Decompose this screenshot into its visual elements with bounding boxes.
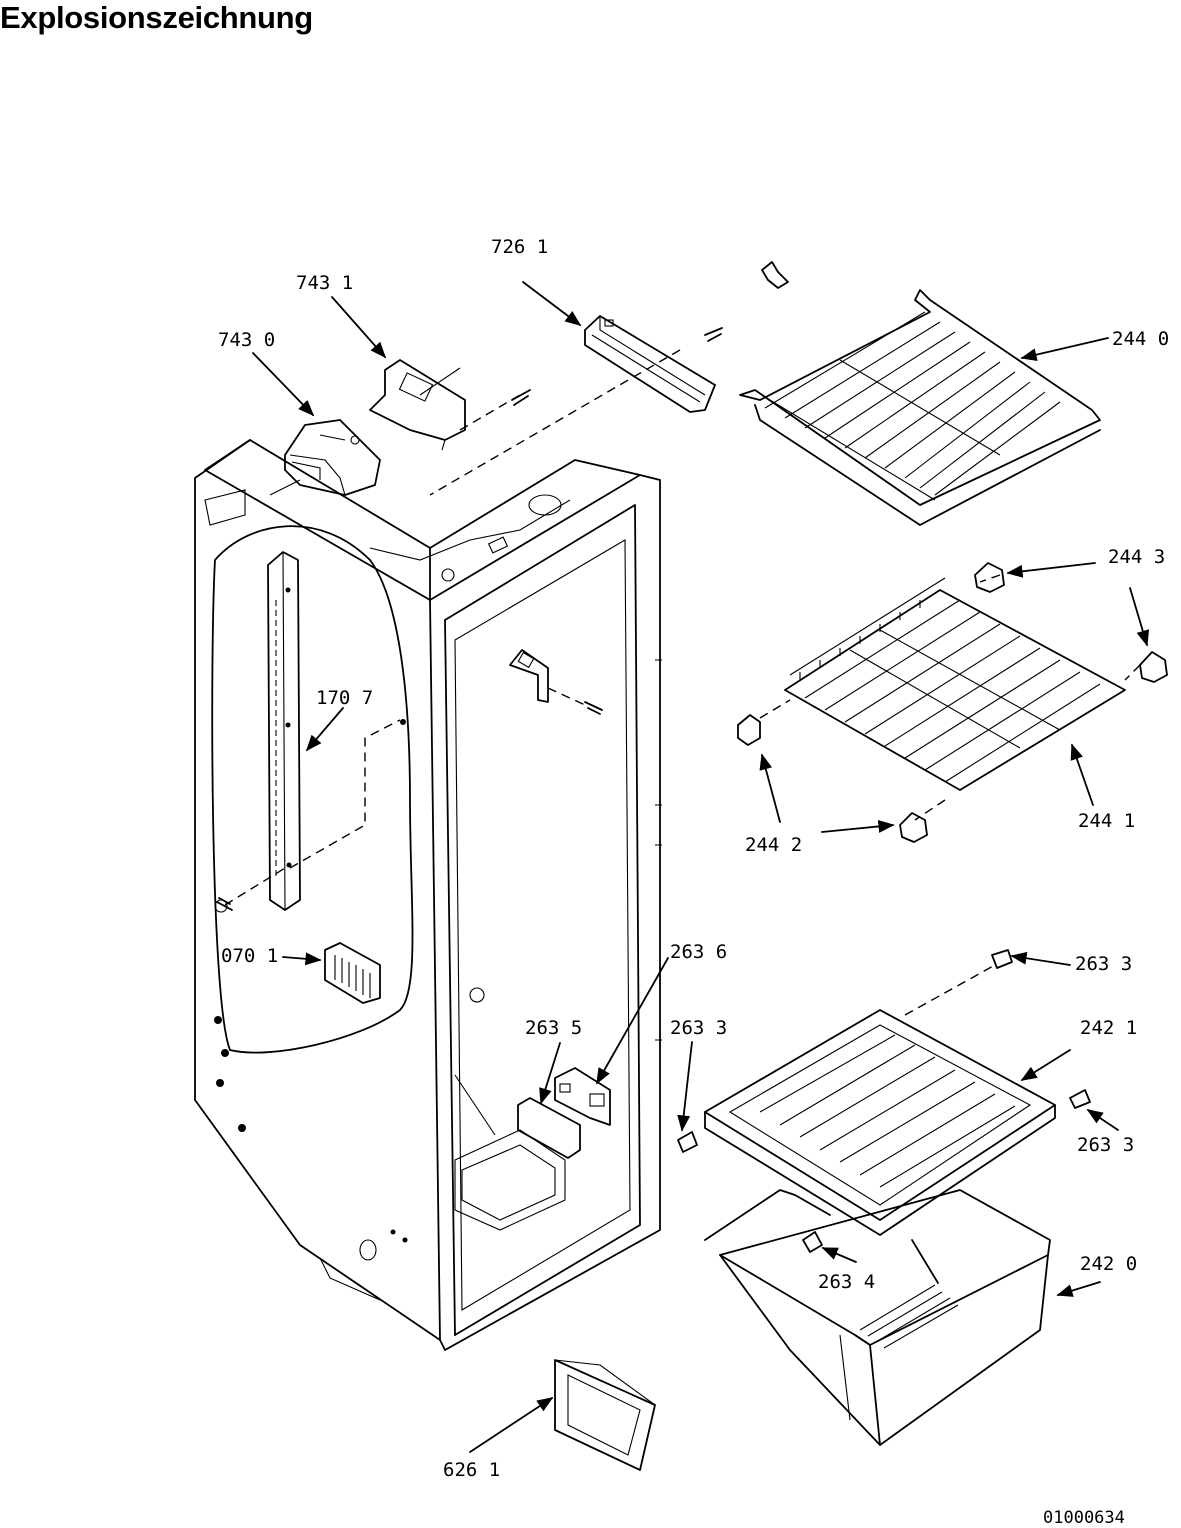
crisper-cover (677, 949, 1091, 1253)
top-shelf (739, 289, 1101, 526)
crisper-drawer (704, 1189, 1051, 1446)
bracket-pair (517, 1067, 611, 1159)
vent-grille (324, 942, 381, 1004)
callout-743-1: 743 1 (296, 272, 353, 294)
cover-plate (554, 1359, 656, 1471)
callout-070-1: 070 1 (221, 945, 278, 967)
cabinet-liner (194, 439, 662, 1351)
callout-244-1: 244 1 (1078, 810, 1135, 832)
clip-icon (761, 261, 789, 289)
wire-shelf (759, 574, 1141, 821)
callout-263-3-right: 263 3 (1077, 1134, 1134, 1156)
callout-242-0: 242 0 (1080, 1253, 1137, 1275)
callout-263-6: 263 6 (670, 941, 727, 963)
liner-bracket (509, 649, 603, 715)
leader-lines (252, 281, 1150, 1453)
control-bracket (369, 359, 531, 451)
shelf-support-clip (737, 562, 1168, 843)
callout-244-0: 244 0 (1112, 328, 1169, 350)
shelf-support-rail (267, 551, 301, 911)
callout-242-1: 242 1 (1080, 1017, 1137, 1039)
top-rail (429, 315, 723, 496)
callout-244-3: 244 3 (1108, 546, 1165, 568)
page-title: Explosionszeichnung (0, 0, 313, 35)
callout-263-3-left: 263 3 (670, 1017, 727, 1039)
callout-labels: 726 1 743 1 743 0 244 0 244 3 170 7 244 … (218, 236, 1169, 1481)
callout-170-7: 170 7 (316, 687, 373, 709)
callout-263-4: 263 4 (818, 1271, 875, 1293)
screw-icon (214, 897, 233, 913)
control-housing (269, 419, 381, 496)
callout-244-2: 244 2 (745, 834, 802, 856)
callout-263-3-top: 263 3 (1075, 953, 1132, 975)
callout-726-1: 726 1 (491, 236, 548, 258)
document-number: 01000634 (1043, 1508, 1125, 1528)
callout-743-0: 743 0 (218, 329, 275, 351)
callout-626-1: 626 1 (443, 1459, 500, 1481)
callout-263-5: 263 5 (525, 1017, 582, 1039)
